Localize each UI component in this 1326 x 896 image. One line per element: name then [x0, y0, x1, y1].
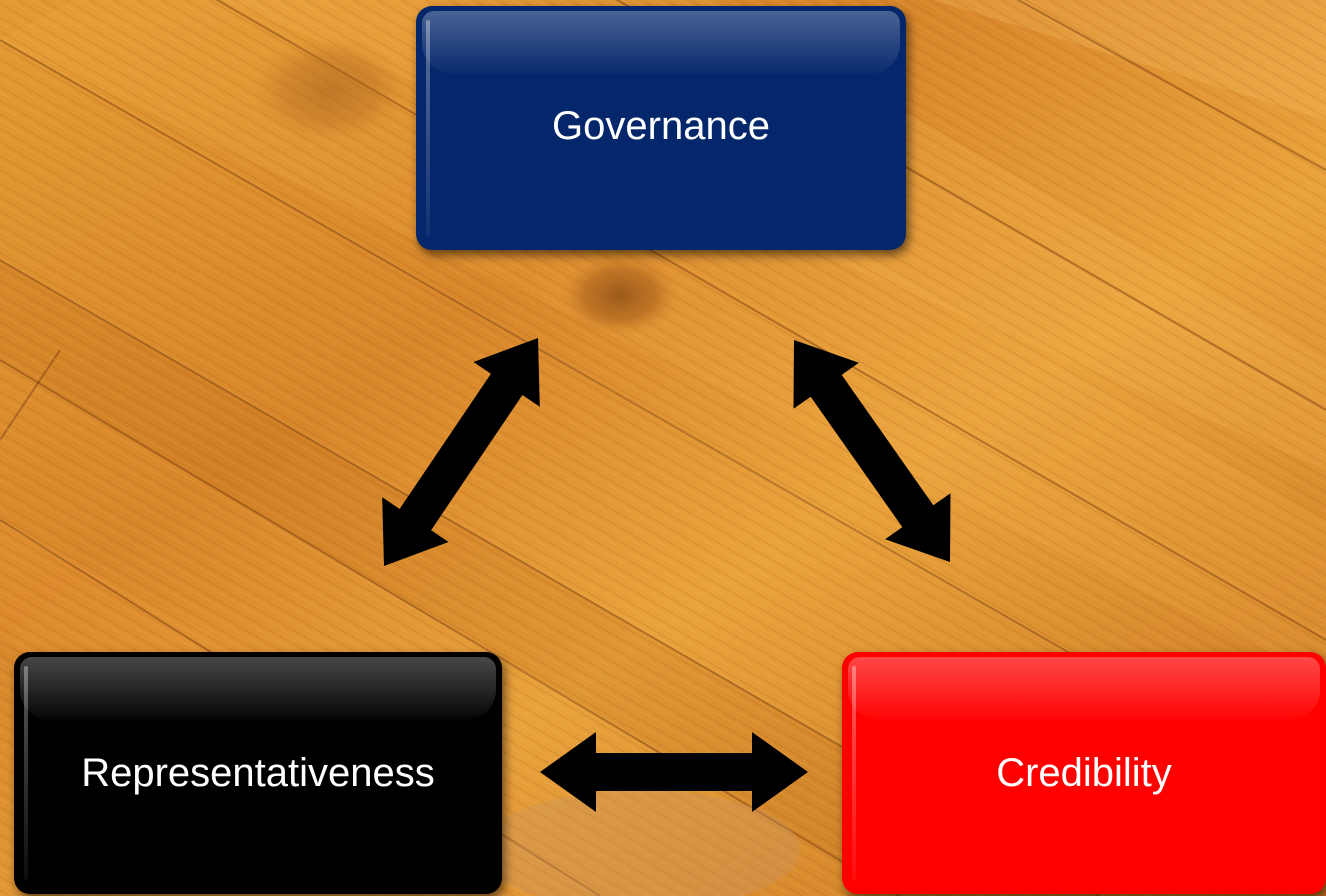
governance-node: Governance [416, 6, 906, 250]
wood-knot [560, 253, 680, 337]
credibility-label: Credibility [996, 750, 1172, 795]
governance-label: Governance [552, 104, 770, 148]
representativeness-label: Representativeness [81, 750, 435, 795]
representativeness-node: Representativeness [14, 652, 502, 894]
credibility-node: Credibility [842, 652, 1326, 894]
